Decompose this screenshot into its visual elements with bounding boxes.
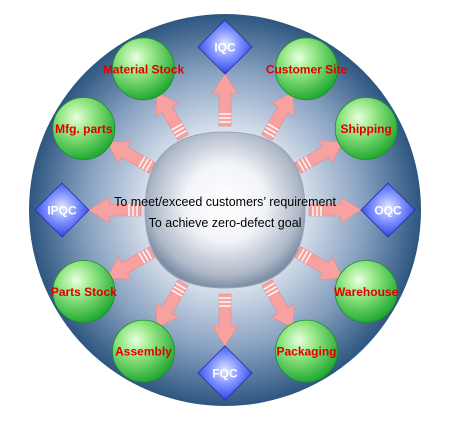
stage-oqc: OQC: [360, 182, 416, 238]
arrow-to-iqc: [211, 73, 239, 127]
assembly-label: Assembly: [115, 345, 172, 359]
arrow-to-material-stock: [155, 91, 189, 141]
stage-fqc: FQC: [197, 345, 253, 401]
shipping-label: Shipping: [340, 122, 391, 136]
warehouse-label: Warehouse: [334, 285, 399, 299]
stage-parts-stock: Parts Stock: [51, 260, 117, 323]
center-goal-line-2: To achieve zero-defect goal: [149, 216, 302, 230]
arrow-to-shipping: [294, 140, 344, 174]
packaging-label: Packaging: [276, 345, 336, 359]
iqc-label: IQC: [214, 41, 236, 55]
center-goal-line-1: To meet/exceed customers’ requirement: [114, 195, 336, 209]
stage-material-stock: Material Stock: [103, 37, 185, 101]
oqc-label: OQC: [374, 204, 402, 218]
arrow-to-customer-site: [261, 91, 295, 141]
mfg-parts-label: Mfg. parts: [55, 122, 113, 136]
arrow-to-warehouse: [294, 246, 344, 280]
arrow-to-fqc: [211, 293, 239, 347]
iqc-diamond-icon: [197, 19, 253, 75]
arrow-layer: [88, 73, 362, 347]
packaging-circle-icon: [275, 319, 338, 383]
assembly-circle-icon: [112, 319, 175, 383]
arrow-to-parts-stock: [106, 246, 156, 280]
mfg-parts-circle-icon: [52, 97, 116, 160]
arrow-to-ipqc: [88, 196, 142, 224]
arrow-to-oqc: [308, 196, 362, 224]
warehouse-circle-icon: [334, 260, 398, 323]
customer-site-circle-icon: [275, 37, 338, 101]
arrow-to-assembly: [155, 279, 189, 329]
material-stock-label: Material Stock: [103, 62, 185, 76]
ipqc-diamond-icon: [34, 182, 90, 238]
material-stock-circle-icon: [112, 37, 175, 101]
stage-customer-site: Customer Site: [266, 37, 348, 101]
arrow-to-packaging: [261, 279, 295, 329]
center-hub: [144, 131, 306, 289]
stage-warehouse: Warehouse: [334, 260, 399, 323]
fqc-label: FQC: [212, 367, 238, 381]
stage-shipping: Shipping: [334, 97, 398, 160]
stage-mfg-parts: Mfg. parts: [52, 97, 116, 160]
stage-iqc: IQC: [197, 19, 253, 75]
customer-site-label: Customer Site: [266, 62, 348, 76]
parts-stock-circle-icon: [52, 260, 116, 323]
arrow-to-mfg-parts: [106, 140, 156, 174]
shipping-circle-icon: [334, 97, 398, 160]
ipqc-label: IPQC: [47, 204, 77, 218]
stage-assembly: Assembly: [112, 319, 175, 383]
fqc-diamond-icon: [197, 345, 253, 401]
stage-packaging: Packaging: [275, 319, 338, 383]
parts-stock-label: Parts Stock: [51, 285, 117, 299]
oqc-diamond-icon: [360, 182, 416, 238]
stage-ipqc: IPQC: [34, 182, 90, 238]
